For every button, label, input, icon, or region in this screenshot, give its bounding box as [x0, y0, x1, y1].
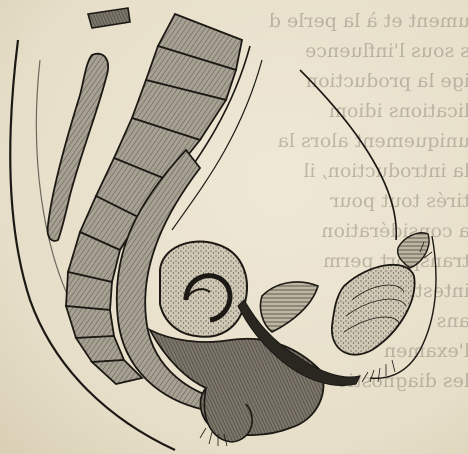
- tip-structure: [398, 233, 429, 268]
- striated-structure: [260, 282, 318, 332]
- oval-organ: [332, 265, 415, 355]
- front-wall: [300, 70, 396, 240]
- bone-fragment: [88, 8, 130, 28]
